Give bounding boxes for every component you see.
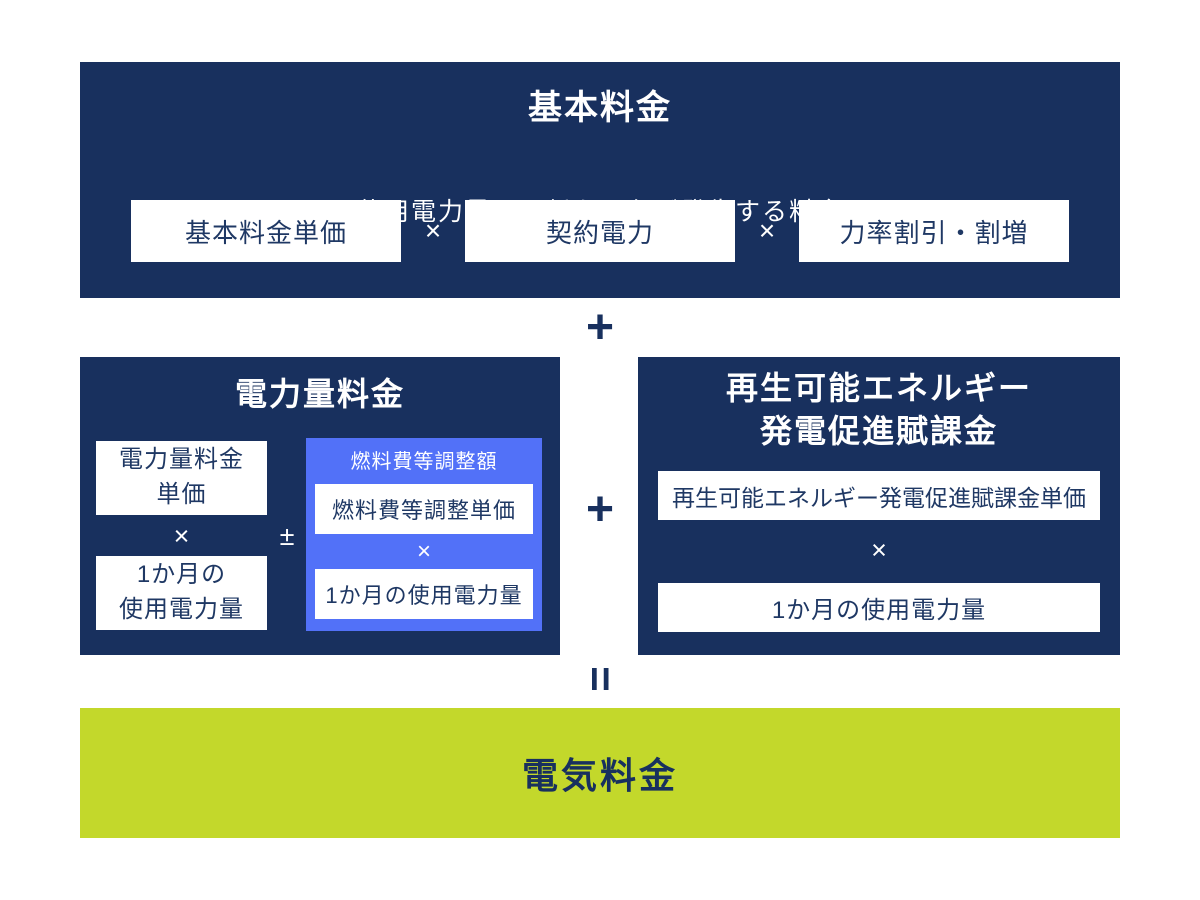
multiply-operator: × xyxy=(416,538,431,565)
renewable-surcharge-title: 再生可能エネルギー 発電促進賦課金 xyxy=(725,370,1032,449)
fuel-adjustment-title: 燃料費等調整額 xyxy=(350,451,498,473)
energy-charge-title: 電力量料金 xyxy=(234,376,405,412)
basic-unit-price-box: 基本料金単価 xyxy=(131,200,401,262)
energy-charge-section: 電力量料金 電力量料金 単価 × 1か月の 使用電力量 ± 燃料費等調整額 燃料… xyxy=(80,357,560,655)
basic-charge-formula: 基本料金単価 × 契約電力 × 力率割引・割増 xyxy=(80,200,1120,262)
power-factor-discount-box: 力率割引・割増 xyxy=(799,200,1069,262)
plus-operator: + xyxy=(585,483,615,536)
contract-power-box: 契約電力 xyxy=(465,200,735,262)
renewable-monthly-usage-box: 1か月の使用電力量 xyxy=(658,583,1100,632)
energy-unit-price-box: 電力量料金 単価 xyxy=(96,441,267,515)
basic-charge-title: 基本料金 xyxy=(528,89,672,127)
fuel-adjustment-box: 燃料費等調整額 燃料費等調整単価 × 1か月の使用電力量 xyxy=(306,438,542,631)
plus-operator: + xyxy=(585,301,615,354)
total-charge-section: 電気料金 xyxy=(80,708,1120,838)
multiply-operator: × xyxy=(173,521,190,551)
equals-operator: = xyxy=(560,653,640,705)
multiply-operator: × xyxy=(758,215,776,246)
multiply-operator: × xyxy=(424,215,442,246)
fuel-monthly-usage-box: 1か月の使用電力量 xyxy=(315,569,533,619)
equals-glyph: = xyxy=(575,666,625,692)
total-charge-title: 電気料金 xyxy=(521,755,678,796)
plus-minus-operator: ± xyxy=(279,521,295,551)
energy-monthly-usage-box: 1か月の 使用電力量 xyxy=(96,556,267,630)
renewable-surcharge-section: 再生可能エネルギー 発電促進賦課金 再生可能エネルギー発電促進賦課金単価 × 1… xyxy=(638,357,1120,655)
fuel-unit-price-box: 燃料費等調整単価 xyxy=(315,484,533,534)
multiply-operator: × xyxy=(871,535,887,565)
renewable-unit-price-box: 再生可能エネルギー発電促進賦課金単価 xyxy=(658,471,1100,520)
basic-charge-section: 基本料金 使用電力量に関係なく必ず発生する料金 基本料金単価 × 契約電力 × … xyxy=(80,62,1120,298)
